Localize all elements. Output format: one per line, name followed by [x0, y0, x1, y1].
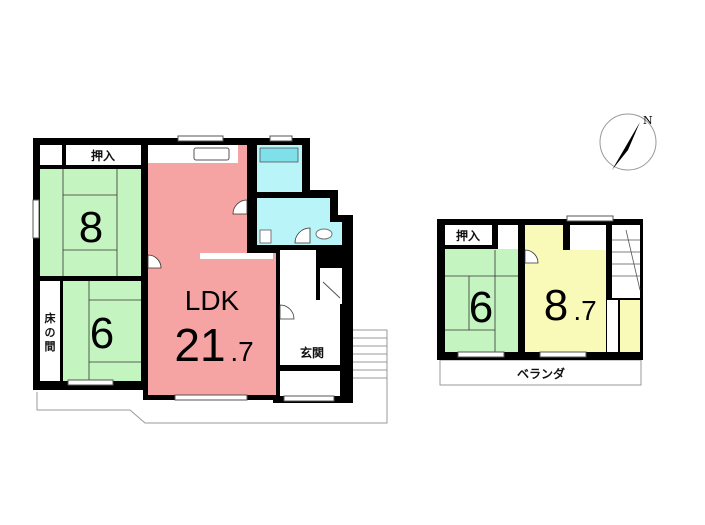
ldk-size-decimal: .7	[230, 336, 253, 367]
compass-north-label: N	[643, 114, 653, 127]
entrance-label: 玄関	[300, 345, 324, 360]
ldk-size: 21	[174, 319, 225, 371]
floor-1: 押入 8 床 の 間 6 LDK 21 .7	[32, 135, 388, 424]
door	[524, 249, 539, 264]
toilet-bowl	[315, 228, 333, 240]
room-washitsu-6-2f	[445, 249, 518, 352]
oshiire-2f-label: 押入	[456, 228, 480, 243]
oshiire-label: 押入	[91, 148, 115, 163]
window	[177, 135, 224, 142]
window	[67, 379, 114, 386]
sink	[193, 147, 230, 161]
porch-steps	[350, 337, 387, 379]
tokonoma-label-3: 間	[45, 340, 56, 353]
tokonoma-label-1: 床	[45, 311, 57, 325]
room-size-decimal-2f: .7	[573, 295, 596, 326]
compass: N	[599, 113, 657, 171]
window	[269, 135, 293, 142]
closet-2f	[498, 225, 518, 250]
stairs-1f	[320, 268, 342, 304]
oshiire-2f	[445, 225, 492, 245]
window	[539, 351, 587, 358]
door	[232, 199, 248, 215]
closet-small	[40, 145, 62, 165]
tokonoma-label-2: の	[45, 326, 56, 339]
door	[294, 227, 311, 244]
room-washitsu-8	[40, 169, 141, 276]
room-size-6: 6	[90, 309, 114, 358]
room-washitsu-6	[63, 281, 141, 381]
veranda-label: ベランダ	[517, 366, 565, 381]
window	[174, 394, 248, 401]
window	[32, 199, 40, 239]
ldk-label: LDK	[185, 285, 240, 316]
north-arrow-icon	[612, 122, 640, 170]
room-size-6-2f: 6	[469, 283, 493, 332]
window	[566, 215, 614, 222]
stairs-2f	[612, 225, 640, 298]
window	[457, 351, 505, 358]
window	[283, 395, 335, 402]
wash-basin	[259, 229, 272, 244]
compass-circle	[599, 113, 657, 171]
room-size-8: 8	[79, 203, 103, 252]
door	[279, 304, 295, 320]
floor-2: ベランダ 押入 6 8 .7	[437, 215, 643, 386]
room-size-8-2f: 8	[544, 281, 568, 330]
door	[147, 254, 162, 269]
oshiire	[66, 145, 141, 165]
porch-outline	[36, 329, 388, 424]
tokonoma	[40, 300, 60, 356]
